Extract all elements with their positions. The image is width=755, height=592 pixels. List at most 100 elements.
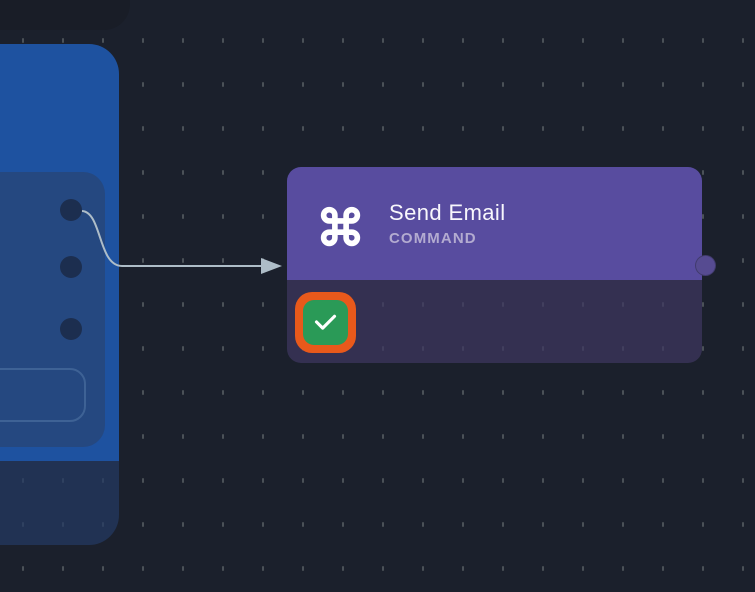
grid-dash	[742, 346, 744, 351]
grid-dash	[502, 126, 504, 131]
grid-dash	[422, 38, 424, 43]
grid-dash	[702, 478, 704, 483]
grid-dash	[382, 522, 384, 527]
grid-dash	[542, 522, 544, 527]
grid-dash	[662, 390, 664, 395]
grid-dash	[702, 170, 704, 175]
grid-dash	[382, 478, 384, 483]
grid-dash	[622, 126, 624, 131]
grid-dash	[222, 346, 224, 351]
grid-dash	[422, 126, 424, 131]
grid-dash	[342, 82, 344, 87]
status-badge[interactable]	[295, 292, 356, 353]
grid-dash	[302, 38, 304, 43]
grid-dash	[662, 38, 664, 43]
grid-dash	[742, 170, 744, 175]
command-node-type-label: COMMAND	[389, 229, 477, 247]
command-node-titles: Send Email COMMAND	[389, 200, 506, 248]
grid-dash	[702, 82, 704, 87]
grid-dash	[302, 478, 304, 483]
grid-dash	[702, 214, 704, 219]
grid-dash	[742, 258, 744, 263]
grid-dash	[182, 126, 184, 131]
grid-dash	[502, 38, 504, 43]
grid-dash	[542, 82, 544, 87]
grid-dash	[302, 390, 304, 395]
grid-dash	[102, 38, 104, 43]
grid-dash	[182, 258, 184, 263]
grid-dash	[222, 390, 224, 395]
grid-dash	[742, 522, 744, 527]
grid-dash	[302, 82, 304, 87]
grid-dash	[742, 434, 744, 439]
grid-dash	[222, 566, 224, 571]
grid-dash	[222, 522, 224, 527]
grid-dash	[662, 434, 664, 439]
grid-dash	[702, 302, 704, 307]
grid-dash	[542, 566, 544, 571]
source-output-port-1[interactable]	[60, 199, 82, 221]
grid-dash	[462, 434, 464, 439]
grid-dash	[142, 214, 144, 219]
grid-dash	[622, 434, 624, 439]
grid-dash	[222, 82, 224, 87]
grid-dash	[542, 38, 544, 43]
grid-dash	[622, 38, 624, 43]
source-output-port-3[interactable]	[60, 318, 82, 340]
command-node[interactable]: Send Email COMMAND	[287, 167, 716, 363]
grid-dash	[582, 522, 584, 527]
grid-dash	[222, 126, 224, 131]
grid-dash	[342, 390, 344, 395]
grid-dash	[182, 302, 184, 307]
status-badge-fill	[303, 300, 348, 345]
grid-dash	[582, 478, 584, 483]
grid-dash	[542, 478, 544, 483]
grid-dash	[342, 126, 344, 131]
grid-dash	[222, 302, 224, 307]
grid-dash	[302, 522, 304, 527]
grid-dash	[222, 214, 224, 219]
grid-dash	[182, 478, 184, 483]
grid-dash	[382, 434, 384, 439]
grid-dash	[142, 390, 144, 395]
grid-dash	[22, 38, 24, 43]
grid-dash	[302, 126, 304, 131]
command-node-header: Send Email COMMAND	[287, 167, 702, 280]
grid-dash	[142, 346, 144, 351]
grid-dash	[262, 214, 264, 219]
source-node[interactable]	[0, 44, 119, 545]
grid-dash	[702, 390, 704, 395]
grid-dash	[422, 390, 424, 395]
grid-dash	[382, 390, 384, 395]
check-icon	[314, 314, 337, 330]
grid-dash	[462, 126, 464, 131]
grid-dash	[182, 566, 184, 571]
grid-dash	[142, 258, 144, 263]
grid-dash	[742, 214, 744, 219]
command-icon-path	[320, 206, 361, 247]
grid-dash	[622, 522, 624, 527]
grid-dash	[262, 346, 264, 351]
grid-dash	[222, 170, 224, 175]
grid-dash	[462, 522, 464, 527]
grid-dash	[622, 478, 624, 483]
grid-dash	[142, 566, 144, 571]
grid-dash	[422, 566, 424, 571]
grid-dash	[382, 566, 384, 571]
grid-dash	[142, 302, 144, 307]
source-node-field-outline[interactable]	[0, 368, 86, 422]
grid-dash	[262, 522, 264, 527]
grid-dash	[182, 346, 184, 351]
command-node-output-port[interactable]	[695, 255, 716, 276]
grid-dash	[742, 38, 744, 43]
grid-dash	[222, 38, 224, 43]
grid-dash	[182, 522, 184, 527]
grid-dash	[142, 434, 144, 439]
grid-dash	[422, 434, 424, 439]
grid-dash	[462, 566, 464, 571]
grid-dash	[142, 82, 144, 87]
source-output-port-2[interactable]	[60, 256, 82, 278]
grid-dash	[102, 566, 104, 571]
grid-dash	[662, 522, 664, 527]
